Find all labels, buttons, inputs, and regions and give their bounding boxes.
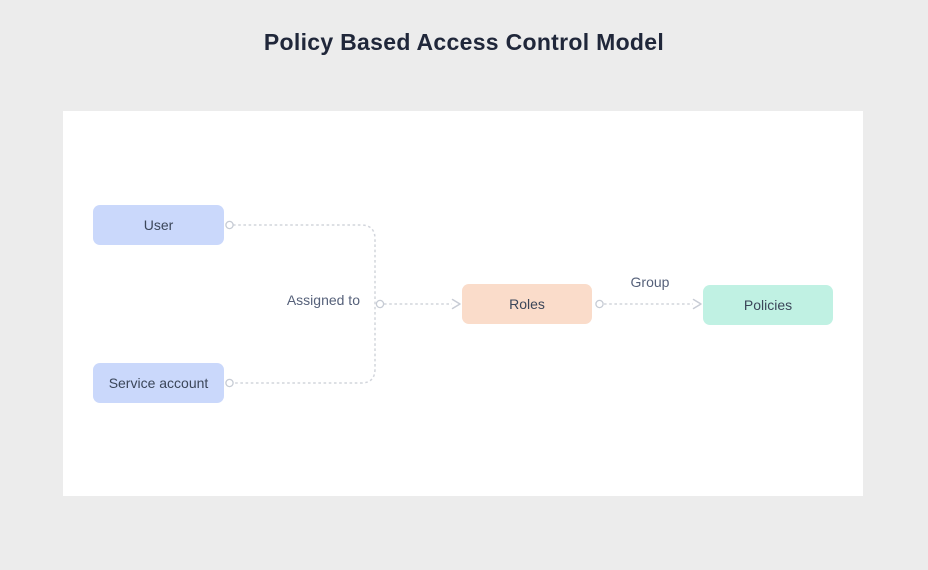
node-policies-label: Policies: [743, 297, 793, 313]
node-roles-label: Roles: [509, 296, 545, 312]
node-service-account-label: Service account: [108, 375, 209, 391]
node-policies[interactable]: Policies: [703, 285, 833, 325]
node-roles[interactable]: Roles: [462, 284, 592, 324]
node-service-account[interactable]: Service account: [93, 363, 224, 403]
diagram-title: Policy Based Access Control Model: [263, 29, 665, 55]
edge-label-assigned-to: Assigned to: [286, 292, 360, 308]
node-user-label: User: [143, 217, 174, 233]
edge-label-group: Group: [630, 274, 670, 290]
node-user[interactable]: User: [93, 205, 224, 245]
